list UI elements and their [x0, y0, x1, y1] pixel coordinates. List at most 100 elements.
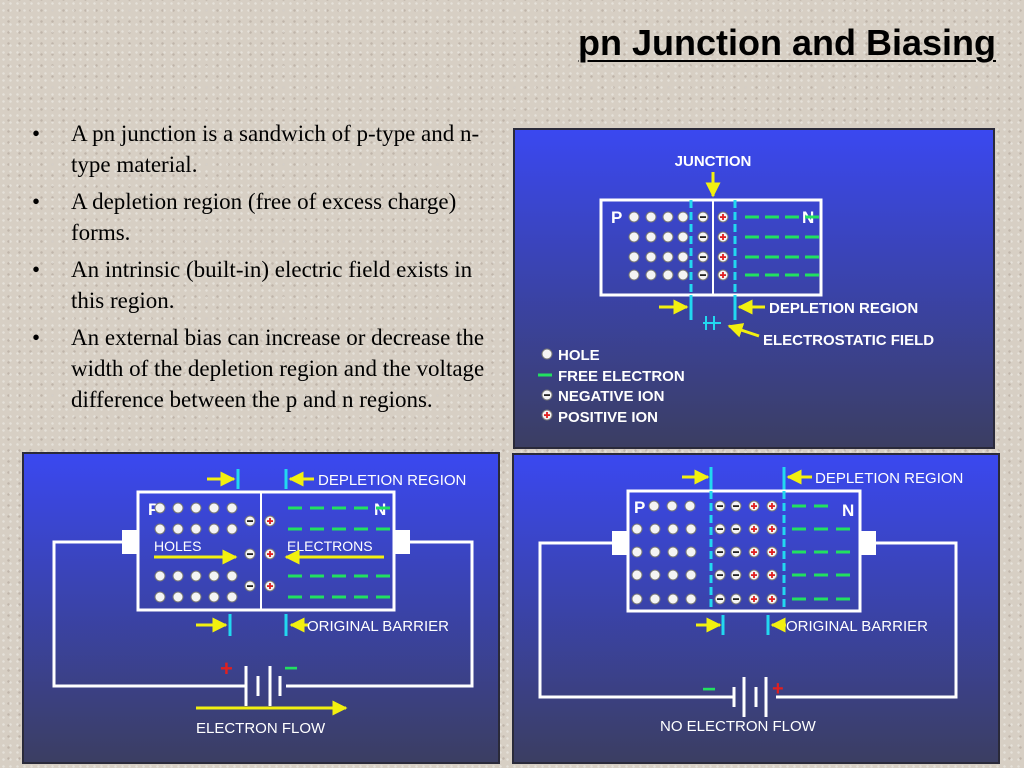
reverse-bias-diagram: DEPLETION REGION P N ORIGINAL BARRIER − …: [512, 453, 1000, 764]
negative-ion: [714, 500, 726, 512]
hole: [662, 231, 674, 243]
pn-block: [626, 489, 862, 613]
positive-ion: [766, 593, 778, 605]
hole: [649, 546, 661, 558]
positive-ion: [264, 548, 276, 560]
hole: [685, 546, 697, 558]
hole: [154, 570, 166, 582]
hole: [631, 546, 643, 558]
bullet-list: A pn junction is a sandwich of p-type an…: [28, 118, 508, 421]
positive-ion: [748, 569, 760, 581]
hole: [208, 570, 220, 582]
positive-ion: [264, 580, 276, 592]
negative-ion: [244, 580, 256, 592]
hole: [685, 569, 697, 581]
positive-ion: [766, 523, 778, 535]
hole: [190, 523, 202, 535]
negative-ion: [697, 231, 709, 243]
negative-ion: [730, 593, 742, 605]
hole: [667, 523, 679, 535]
hole: [648, 500, 660, 512]
hole: [628, 251, 640, 263]
slide-title: pn Junction and Biasing: [577, 22, 996, 63]
hole: [190, 591, 202, 603]
hole: [662, 211, 674, 223]
hole: [154, 523, 166, 535]
hole: [190, 502, 202, 514]
hole: [226, 502, 238, 514]
negative-ion: [697, 211, 709, 223]
hole: [649, 593, 661, 605]
negative-ion: [730, 569, 742, 581]
hole: [226, 591, 238, 603]
hole: [628, 231, 640, 243]
n-label: N: [842, 501, 854, 520]
holes-label: HOLES: [154, 538, 201, 554]
hole: [677, 211, 689, 223]
positive-ion: [766, 546, 778, 558]
hole: [649, 569, 661, 581]
negative-ion: [730, 523, 742, 535]
negative-ion: [714, 523, 726, 535]
hole: [677, 251, 689, 263]
positive-ion: [748, 546, 760, 558]
positive-terminal: +: [220, 656, 233, 681]
hole: [666, 500, 678, 512]
hole: [172, 502, 184, 514]
bullet-item: An external bias can increase or decreas…: [28, 322, 508, 415]
bullet-item: A pn junction is a sandwich of p-type an…: [28, 118, 508, 180]
electron-flow-label: ELECTRON FLOW: [196, 720, 326, 737]
hole: [662, 269, 674, 281]
junction-diagram: JUNCTION P N DEPLETION REGION ELECTROSTA…: [513, 128, 995, 449]
hole: [226, 570, 238, 582]
hole: [628, 211, 640, 223]
pn-block: [599, 198, 823, 297]
positive-ion: [717, 231, 729, 243]
hole: [667, 546, 679, 558]
p-label: P: [611, 208, 622, 227]
hole: [667, 593, 679, 605]
hole: [649, 523, 661, 535]
hole: [631, 523, 643, 535]
hole: [631, 569, 643, 581]
hole: [645, 251, 657, 263]
legend-free-electron: FREE ELECTRON: [558, 368, 685, 385]
legend-positive-ion: POSITIVE ION: [558, 409, 658, 426]
negative-ion: [714, 546, 726, 558]
positive-ion: [766, 500, 778, 512]
hole: [662, 251, 674, 263]
negative-ion: [244, 548, 256, 560]
hole: [172, 523, 184, 535]
negative-ion: [714, 593, 726, 605]
p-label: P: [148, 500, 159, 519]
hole: [154, 502, 166, 514]
hole: [645, 231, 657, 243]
bullet-item: An intrinsic (built-in) electric field e…: [28, 254, 508, 316]
hole: [645, 211, 657, 223]
negative-terminal: −: [284, 655, 298, 682]
positive-ion: [766, 569, 778, 581]
negative-ion: [697, 269, 709, 281]
original-barrier-label: ORIGINAL BARRIER: [307, 618, 449, 635]
hole: [208, 502, 220, 514]
hole: [685, 593, 697, 605]
depletion-region-label: DEPLETION REGION: [815, 470, 963, 487]
hole: [172, 570, 184, 582]
negative-ion: [714, 569, 726, 581]
depletion-region-label: DEPLETION REGION: [318, 472, 466, 489]
hole: [172, 591, 184, 603]
negative-ion: [244, 515, 256, 527]
hole: [684, 500, 696, 512]
pn-block: [136, 490, 396, 612]
hole: [677, 231, 689, 243]
positive-ion: [717, 269, 729, 281]
positive-ion: [748, 500, 760, 512]
hole: [154, 591, 166, 603]
negative-terminal: −: [702, 676, 716, 703]
hole: [667, 569, 679, 581]
depletion-region-label: DEPLETION REGION: [769, 300, 918, 317]
positive-terminal: +: [772, 678, 784, 700]
hole: [631, 593, 643, 605]
positive-ion: [717, 251, 729, 263]
original-barrier-label: ORIGINAL BARRIER: [786, 618, 928, 635]
